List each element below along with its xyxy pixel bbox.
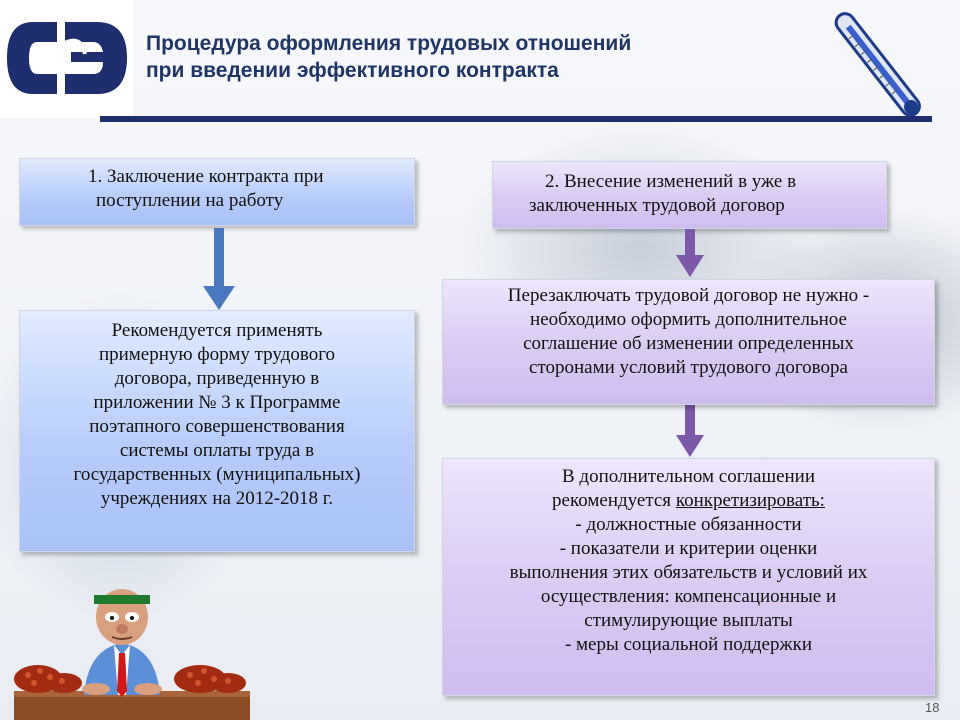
no-reconclusion-line: необходимо оформить дополнительное: [530, 309, 847, 330]
recommendation-line: Рекомендуется применять: [111, 320, 323, 341]
agreement-underlined-word: конкретизировать:: [675, 490, 825, 511]
no-reconclusion-line: сторонами условий трудового договора: [529, 357, 848, 378]
no-reconclusion-box: Перезаключать трудовой договор не нужно …: [442, 279, 935, 405]
agreement-line-8: - меры социальной поддержки: [564, 634, 813, 655]
businessman-counting-coins-illustration: [14, 589, 250, 720]
recommendation-line: учреждениях на 2012-2018 г.: [100, 488, 334, 509]
title-line-2: при введении эффективного контракта: [146, 59, 559, 82]
agreement-line-3: - должностные обязанности: [575, 514, 802, 535]
step-2-line-1: 2. Внесение изменений в уже в: [545, 171, 797, 192]
agreement-line-5: выполнения этих обязательств и условий и…: [509, 562, 868, 583]
agreement-line-4: - показатели и критерии оценки: [559, 538, 818, 559]
logo-panel: [0, 0, 133, 118]
no-reconclusion-line: Перезаключать трудовой договор не нужно …: [507, 285, 870, 306]
organization-logo: [7, 22, 127, 94]
arrow-down-blue: [203, 228, 235, 310]
step-1-line-2: поступлении на работу: [96, 190, 284, 211]
agreement-line-7: стимулирующие выплаты: [584, 610, 793, 631]
thermometer-icon: [834, 12, 921, 117]
step-1-line-1: 1. Заключение контракта при: [88, 166, 324, 187]
page-number: 18: [925, 700, 940, 715]
recommendation-line: государственных (муниципальных): [73, 464, 361, 485]
recommendation-line: поэтапного совершенствования: [89, 416, 345, 437]
arrow-down-purple-2: [676, 405, 704, 457]
header-divider: [100, 116, 932, 122]
agreement-line-2: рекомендуется конкретизировать:: [453, 489, 924, 513]
step-2-line-2: заключенных трудовой договор: [529, 195, 785, 216]
step-1-box: 1. Заключение контракта при поступлении …: [19, 158, 415, 226]
step-2-box: 2. Внесение изменений в уже в заключенны…: [492, 161, 887, 229]
agreement-line-6: осуществления: компенсационные и: [540, 586, 837, 607]
recommendation-line: системы оплаты труда в: [119, 440, 315, 461]
recommendation-box: Рекомендуется применять примерную форму …: [19, 310, 415, 552]
recommendation-line: примерную форму трудового: [98, 344, 336, 365]
recommendation-line: приложении № 3 к Программе: [93, 392, 341, 413]
recommendation-line: договора, приведенную в: [114, 368, 320, 389]
no-reconclusion-line: соглашение об изменении определенных: [523, 333, 854, 354]
title-line-1: Процедура оформления трудовых отношений: [146, 32, 632, 55]
supplementary-agreement-box: В дополнительном соглашении рекомендуетс…: [442, 458, 935, 696]
agreement-line-1: В дополнительном соглашении: [561, 466, 816, 487]
agreement-line-2-text: рекомендуется: [552, 490, 676, 511]
page-title: Процедура оформления трудовых отношений …: [146, 30, 796, 84]
arrow-down-purple-1: [676, 229, 704, 277]
